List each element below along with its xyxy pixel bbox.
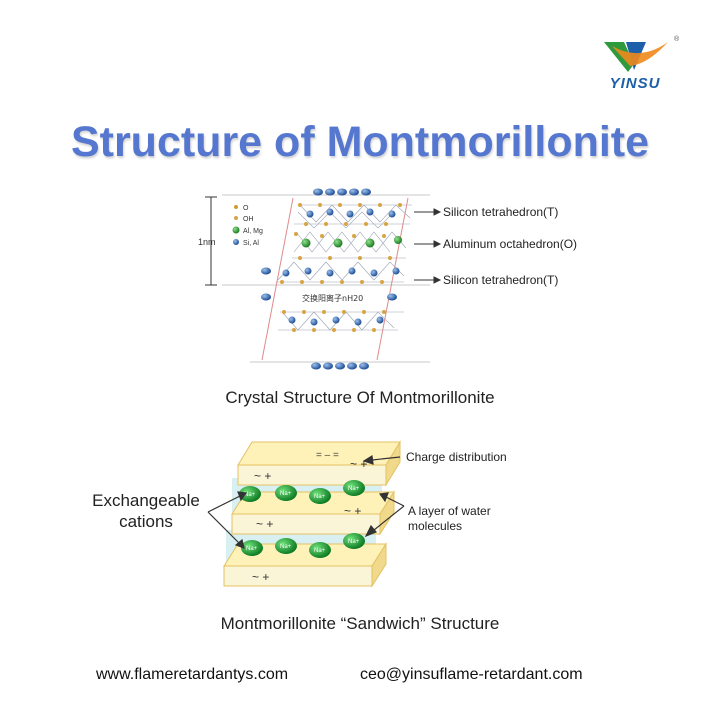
cation-label: Na+ — [244, 492, 256, 498]
website-link[interactable]: www.flameretardantys.com — [96, 666, 289, 683]
interlayer-cations — [261, 267, 397, 301]
email-link[interactable]: ceo@yinsuflame-retardant.com — [360, 666, 583, 683]
logo-green-chevron-icon — [604, 42, 634, 72]
slab-bottom — [223, 542, 387, 588]
legend-si-al-marker — [233, 239, 239, 245]
cation-label: Na+ — [280, 491, 292, 497]
legend-o: O — [243, 205, 249, 212]
bottom-slab-charges: ~ + — [252, 570, 269, 584]
legend-oh: OH — [243, 216, 254, 223]
cation-label: Na+ — [314, 494, 326, 500]
lower-tetrahedral-sheet — [276, 261, 405, 284]
crystal-structure: 1nm O OH Al, Mg Si, Al — [198, 188, 577, 370]
logo-text: YINSU — [609, 75, 661, 92]
sandwich-arrows — [207, 454, 405, 549]
legend-oh-marker — [234, 216, 238, 220]
middle-slab-charges-right: ~ + — [344, 504, 361, 518]
unit-cell-outline — [261, 197, 409, 361]
charge-distribution-label: Charge distribution — [406, 450, 507, 464]
cation-label: Na+ — [314, 548, 326, 554]
legend-al-mg-marker — [232, 226, 240, 234]
middle-slab-charges-left: ~ + — [256, 517, 273, 531]
label-top-silicon: Silicon tetrahedron(T) — [443, 205, 558, 219]
upper-tetrahedral-sheet — [294, 203, 412, 229]
top-slab-charges-left: ~ + — [254, 469, 271, 483]
legend-si-al: Si, Al — [243, 240, 259, 247]
interlayer-label: 交换阳离子nH20 — [302, 293, 363, 303]
legend-al-mg: Al, Mg — [243, 228, 263, 235]
registered-mark: ® — [674, 36, 680, 43]
exchangeable-cations-label: Exchangeable cations — [92, 491, 200, 531]
scale-bar — [205, 196, 217, 286]
cation-label: Na+ — [280, 544, 292, 550]
crystal-caption: Crystal Structure Of Montmorillonite — [225, 388, 495, 407]
top-slab-charges-right: ~ + — [350, 457, 367, 471]
sandwich-caption: Montmorillonite “Sandwich” Structure — [220, 614, 500, 633]
label-bottom-silicon: Silicon tetrahedron(T) — [443, 273, 558, 287]
crystal-label-arrows — [414, 208, 442, 284]
cation-label: Na+ — [348, 539, 360, 545]
page-title: Structure of Montmorillonite — [70, 118, 650, 166]
cation-label: Na+ — [246, 546, 258, 552]
crystal-guide-lines — [222, 194, 430, 363]
top-slab-charges-top: = – = — [316, 450, 339, 461]
scale-label: 1nm — [198, 237, 216, 247]
slab-top — [237, 440, 401, 487]
label-aluminum: Aluminum octahedron(O) — [443, 237, 577, 251]
next-tetrahedral-sheet — [278, 310, 404, 332]
cations-upper-row — [239, 480, 365, 504]
logo-orange-swoosh-icon — [612, 42, 668, 66]
top-cation-row — [313, 188, 371, 196]
octahedral-sheet — [292, 231, 407, 260]
yinsu-logo — [604, 42, 668, 72]
cations-lower-row — [241, 533, 365, 558]
sandwich-structure: = – = ~ + ~ + ~ + ~ + ~ + Na+ Na+ Na+ — [92, 440, 507, 588]
legend-o-marker — [234, 205, 238, 209]
crystal-legend: O OH Al, Mg Si, Al — [232, 205, 263, 247]
water-layer-label: A layer of water molecules — [408, 504, 491, 533]
bottom-cation-row — [311, 362, 369, 370]
slab-middle — [231, 490, 395, 536]
cation-label: Na+ — [348, 486, 360, 492]
